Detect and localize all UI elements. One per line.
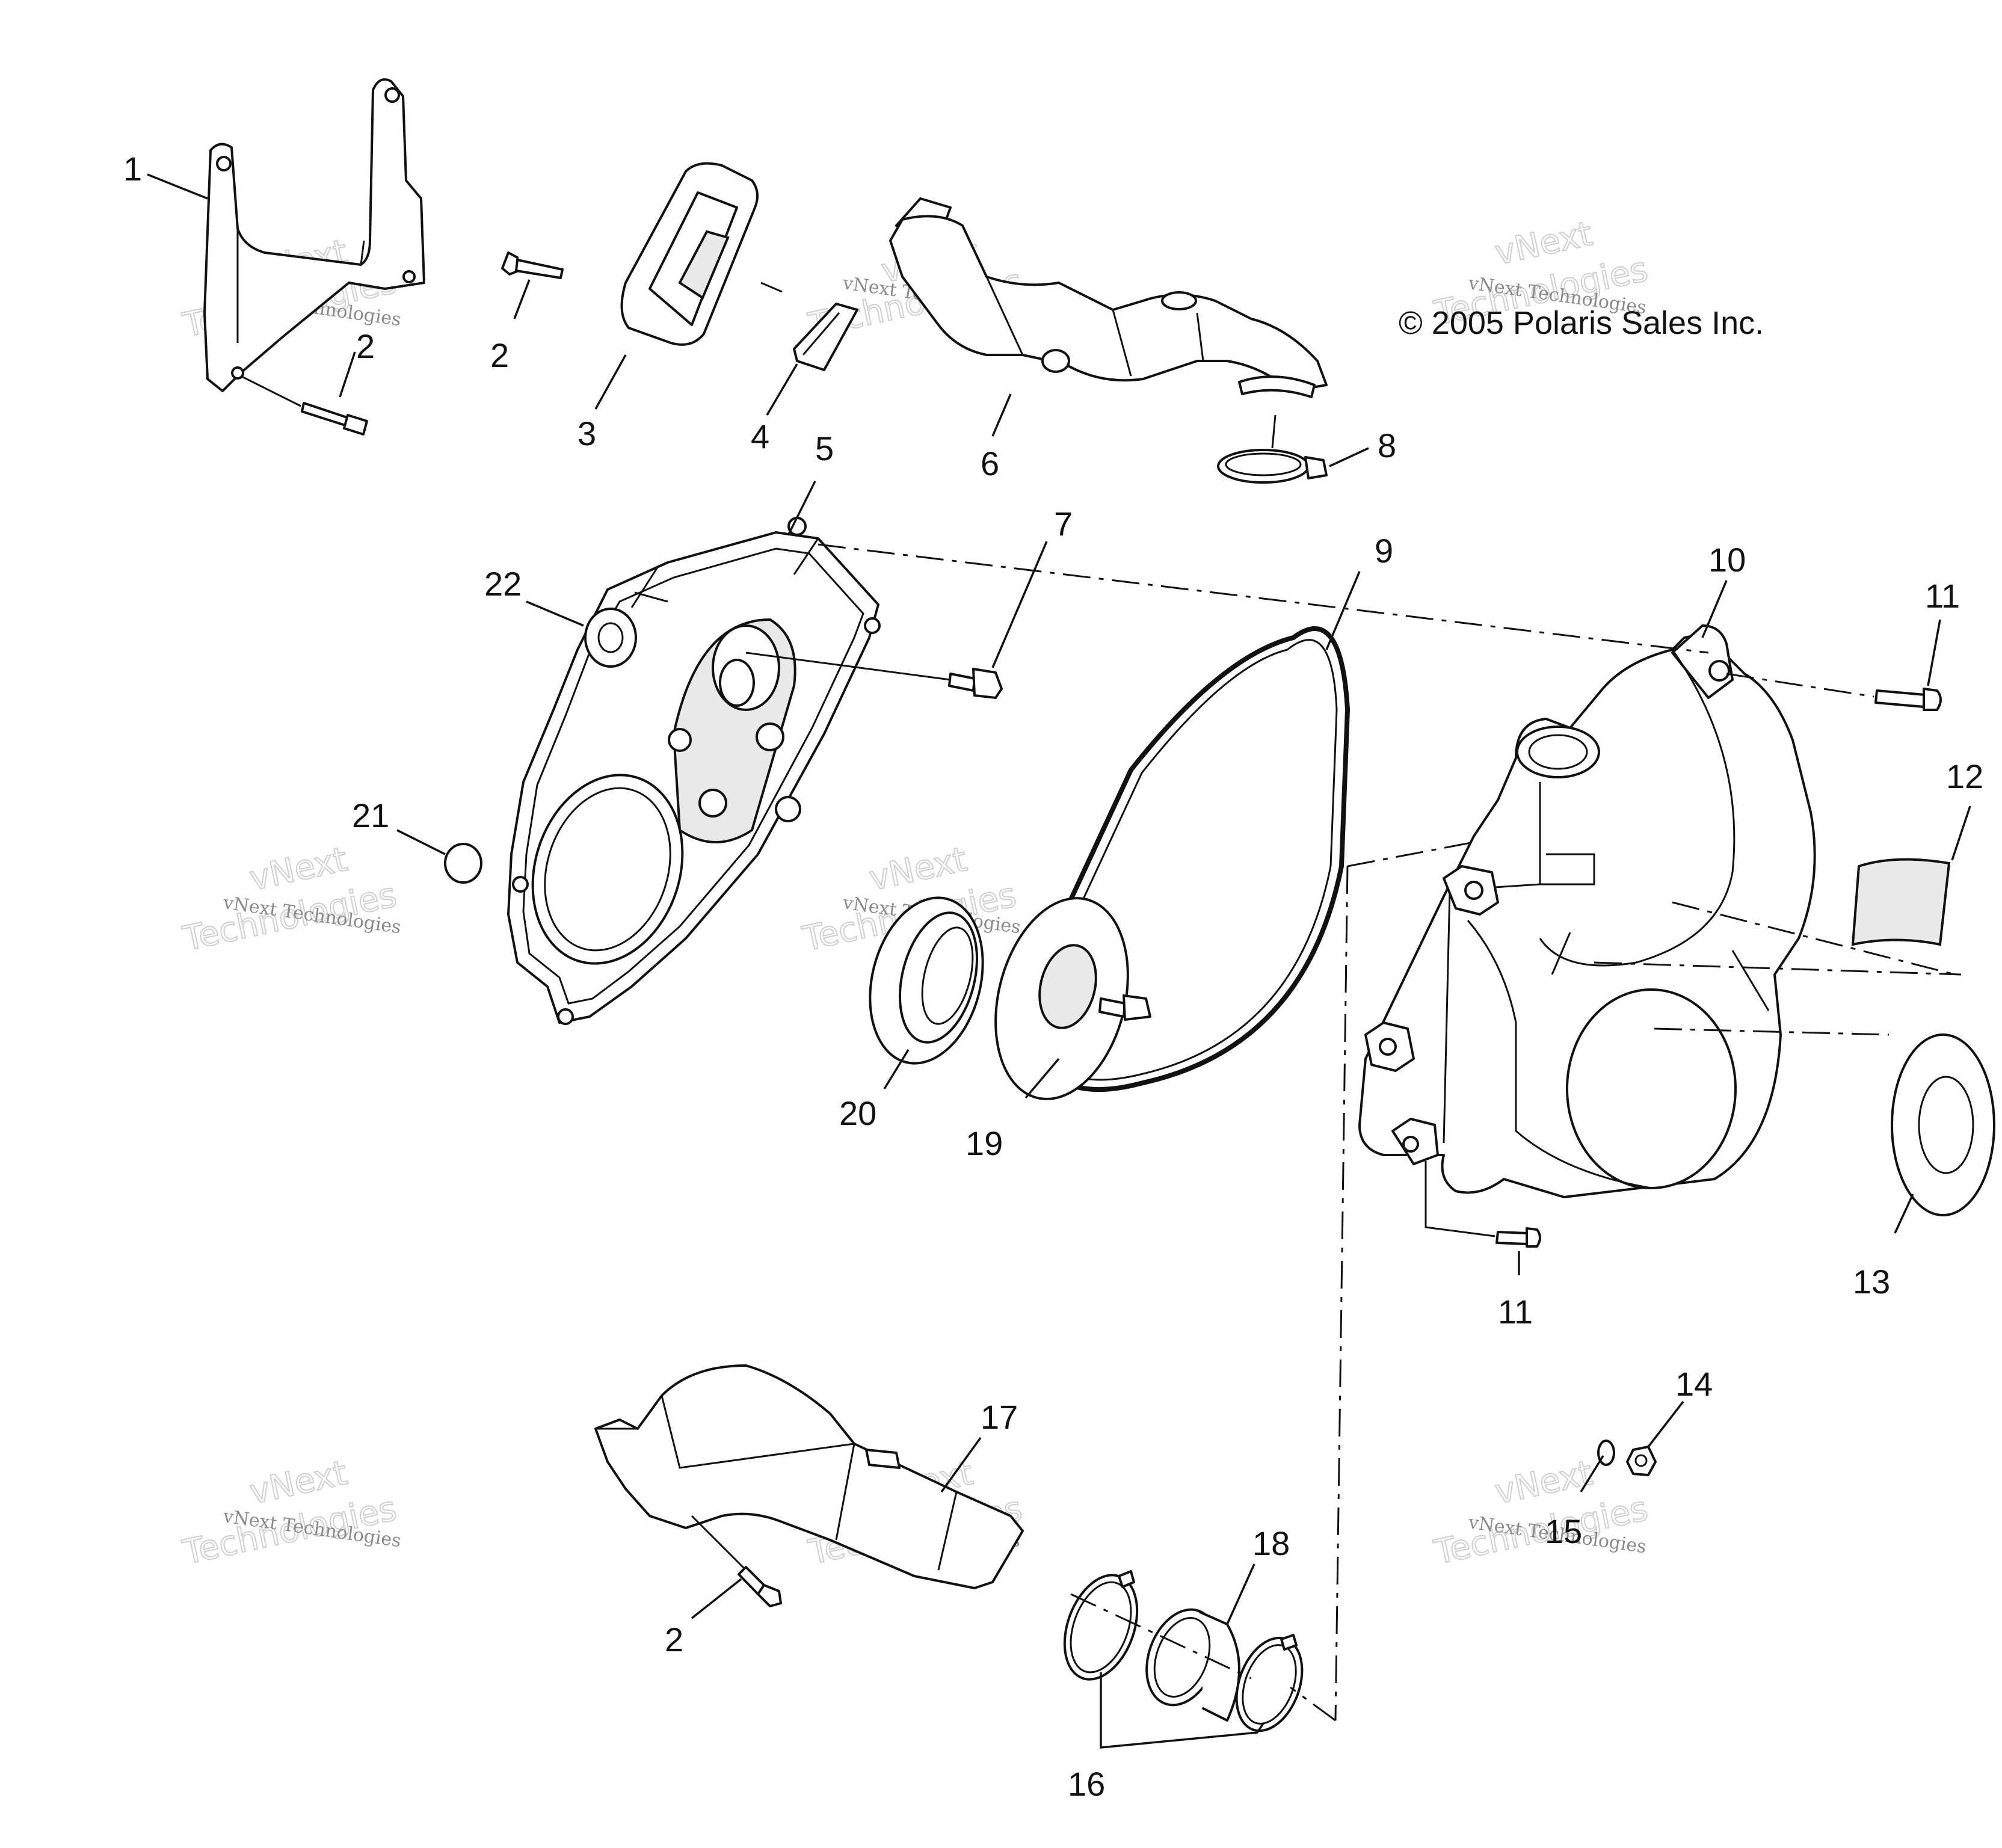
callout-4: 4	[751, 417, 769, 455]
callout-2a: 2	[356, 327, 375, 365]
part-19-bearing-plate	[994, 897, 1151, 1100]
part-20-seal	[869, 896, 984, 1065]
watermark-9: vNext Technologies vNext Technologies	[1430, 1453, 1651, 1573]
part-17-outlet-duct	[594, 1364, 1024, 1589]
part-7-bolt	[745, 651, 1003, 699]
part-11-screw-b	[1424, 1161, 1541, 1248]
callout-13: 13	[1853, 1263, 1890, 1301]
callout-22: 22	[484, 565, 522, 603]
part-11-screw-a	[1874, 688, 1942, 711]
callout-3: 3	[578, 414, 596, 452]
part-4-seal	[793, 303, 858, 371]
callout-10: 10	[1708, 541, 1746, 579]
watermark-4: vNext Technologies vNext Technologies	[179, 839, 402, 959]
part-2-bolt-c	[691, 1515, 782, 1607]
part-21-plug	[444, 843, 482, 884]
part-14-nut	[1626, 1446, 1657, 1476]
callout-18: 18	[1252, 1524, 1290, 1562]
part-2-screw-b	[501, 251, 564, 279]
part-1-bracket	[203, 78, 425, 392]
callout-20: 20	[839, 1094, 876, 1132]
part-16-clamp-left	[1063, 1570, 1139, 1681]
callout-6: 6	[981, 445, 999, 482]
callouts: 1 2 2 3 4 5 6 7 8 9 10 11 11 12 13 14 15…	[123, 150, 1983, 1803]
part-8-clamp	[1217, 414, 1328, 484]
callout-8: 8	[1378, 427, 1396, 464]
part-12-label	[1851, 858, 1951, 946]
callout-5: 5	[815, 430, 834, 467]
callout-12: 12	[1946, 757, 1983, 795]
part-6-intake-duct	[889, 197, 1328, 398]
part-22-grommet	[584, 591, 668, 668]
callout-2b: 2	[490, 336, 509, 374]
callout-21: 21	[352, 796, 389, 834]
callout-15: 15	[1545, 1512, 1582, 1550]
callout-14: 14	[1675, 1365, 1713, 1403]
callout-17: 17	[981, 1398, 1018, 1436]
callout-9: 9	[1375, 532, 1393, 570]
part-18-coupler	[1145, 1608, 1240, 1722]
part-13-cap	[1891, 1033, 1995, 1216]
callout-7: 7	[1054, 505, 1073, 543]
callout-19: 19	[966, 1124, 1003, 1162]
callout-16: 16	[1068, 1765, 1105, 1803]
callout-2c: 2	[665, 1621, 683, 1659]
callout-1: 1	[123, 150, 142, 188]
leader-lines	[147, 173, 1971, 1749]
part-3-intake-boot	[620, 162, 783, 346]
part-9-drive-belt	[1031, 626, 1351, 1092]
copyright-text: © 2005 Polaris Sales Inc.	[1399, 305, 1764, 341]
watermark-7: vNext Technologies vNext Technologies	[179, 1453, 402, 1573]
alignment-lines	[818, 543, 1962, 1722]
callout-11b: 11	[1498, 1293, 1533, 1331]
callout-11a: 11	[1925, 577, 1960, 615]
part-10-outer-cover	[1358, 624, 1816, 1198]
part-2-bolt-a	[240, 375, 368, 436]
